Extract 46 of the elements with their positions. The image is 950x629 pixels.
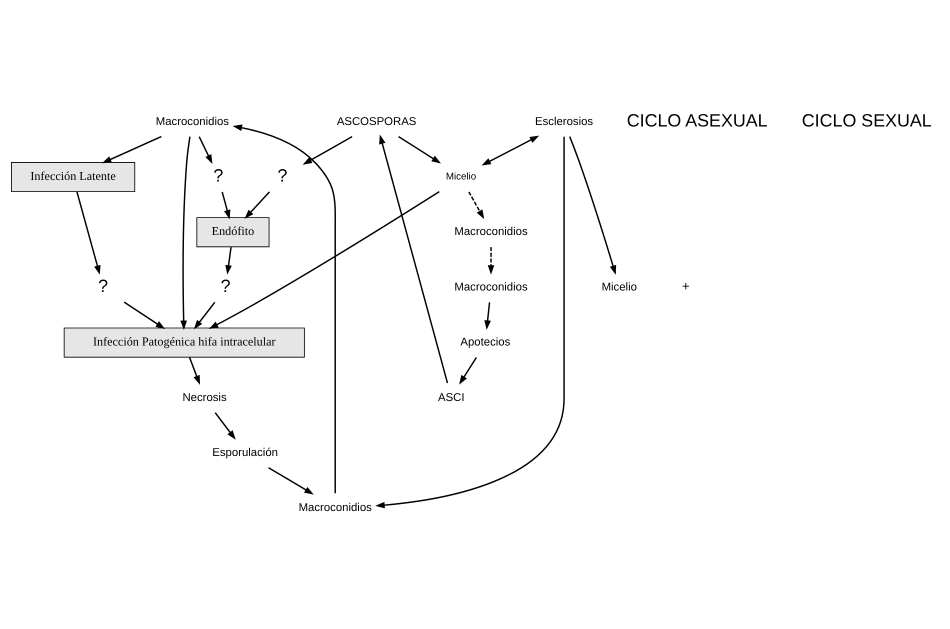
node-box: Infección Patogénica hifa intracelular xyxy=(64,327,305,358)
arrow xyxy=(76,191,101,274)
node-text: Macroconidios xyxy=(454,226,528,238)
arrow xyxy=(302,135,352,164)
arrow xyxy=(225,246,232,274)
arrow xyxy=(459,356,477,384)
arrow xyxy=(569,136,616,274)
arrow xyxy=(232,124,336,493)
label: CICLO SEXUAL xyxy=(802,110,932,130)
arrow xyxy=(398,135,442,164)
node-text: ASCOSPORAS xyxy=(336,115,416,128)
arrow xyxy=(488,246,494,274)
arrow xyxy=(214,412,236,440)
node-text: Esporulación xyxy=(212,446,278,458)
arrow xyxy=(244,190,270,218)
node-text: Micelio xyxy=(446,171,476,182)
label: CICLO ASEXUAL xyxy=(626,110,768,130)
node-text: Apotecios xyxy=(460,336,510,348)
node-text: ? xyxy=(213,165,224,186)
node-text: ? xyxy=(220,275,231,296)
arrow xyxy=(208,190,440,328)
node-box: Endófito xyxy=(196,216,270,247)
node-text: ? xyxy=(277,165,288,186)
node-text: Esclerosios xyxy=(535,115,594,128)
arrow xyxy=(194,301,216,329)
arrow xyxy=(102,135,162,163)
node-text: Macroconidios xyxy=(454,280,528,293)
node-text: ASCI xyxy=(438,391,465,404)
arrow xyxy=(268,466,314,494)
arrow xyxy=(124,301,166,329)
arrow xyxy=(198,136,212,164)
node-text: Micelio xyxy=(602,280,637,293)
node-text: Macroconidios xyxy=(156,115,230,128)
node-box: Infección Latente xyxy=(11,162,136,192)
arrow xyxy=(482,135,540,166)
arrow xyxy=(188,356,200,384)
arrow xyxy=(468,191,484,219)
arrow xyxy=(379,134,448,383)
node-text: Necrosis xyxy=(182,391,227,404)
label: + xyxy=(682,278,690,293)
arrow xyxy=(375,136,565,508)
arrow xyxy=(484,302,491,330)
arrow xyxy=(221,191,230,219)
node-text: Macroconidios xyxy=(298,502,372,514)
node-text: ? xyxy=(98,275,108,296)
arrow xyxy=(180,136,191,330)
